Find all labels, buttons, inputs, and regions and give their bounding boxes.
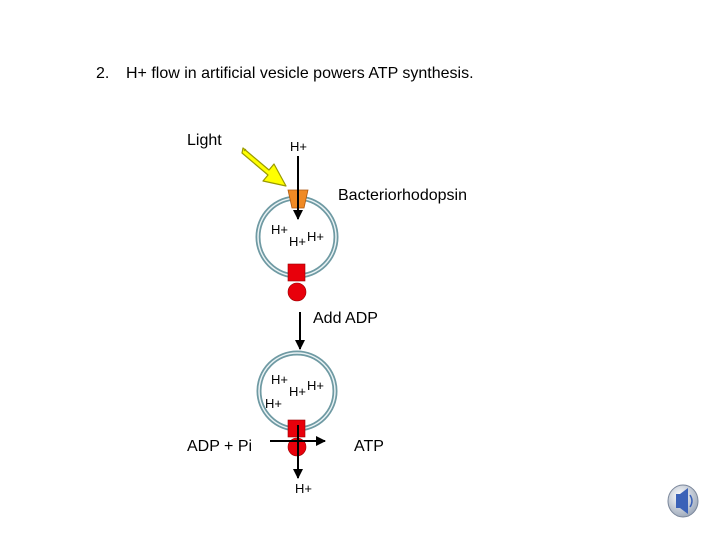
atp-synthase-1-head	[287, 282, 307, 302]
vesicle1-proton-2: H+	[289, 234, 306, 249]
atp-synthase-2-stalk	[287, 419, 306, 438]
slide-heading: 2. H+ flow in artificial vesicle powers A…	[96, 66, 474, 82]
vesicle1-proton-3: H+	[307, 229, 324, 244]
vesicle2-proton-2: H+	[289, 384, 306, 399]
adp-pi-label: ADP + Pi	[187, 438, 253, 455]
atp-label: ATP	[354, 438, 384, 455]
vesicle2-proton-3: H+	[307, 378, 324, 393]
item-number: 2.	[96, 65, 110, 82]
heading-text: H+ flow in artificial vesicle powers ATP…	[126, 65, 474, 82]
vesicle1-proton-1: H+	[271, 222, 288, 237]
speaker-icon[interactable]	[667, 484, 699, 518]
light-label: Light	[187, 132, 222, 149]
bacteriorhodopsin-label: Bacteriorhodopsin	[338, 187, 467, 204]
vesicle2-proton-4: H+	[265, 396, 282, 411]
vesicle2-proton-1: H+	[271, 372, 288, 387]
top-proton-label: H+	[290, 139, 307, 154]
bottom-proton-label: H+	[295, 481, 312, 496]
atp-synthase-1-stalk	[287, 263, 306, 282]
add-adp-label: Add ADP	[313, 310, 378, 327]
light-arrow	[241, 147, 287, 187]
